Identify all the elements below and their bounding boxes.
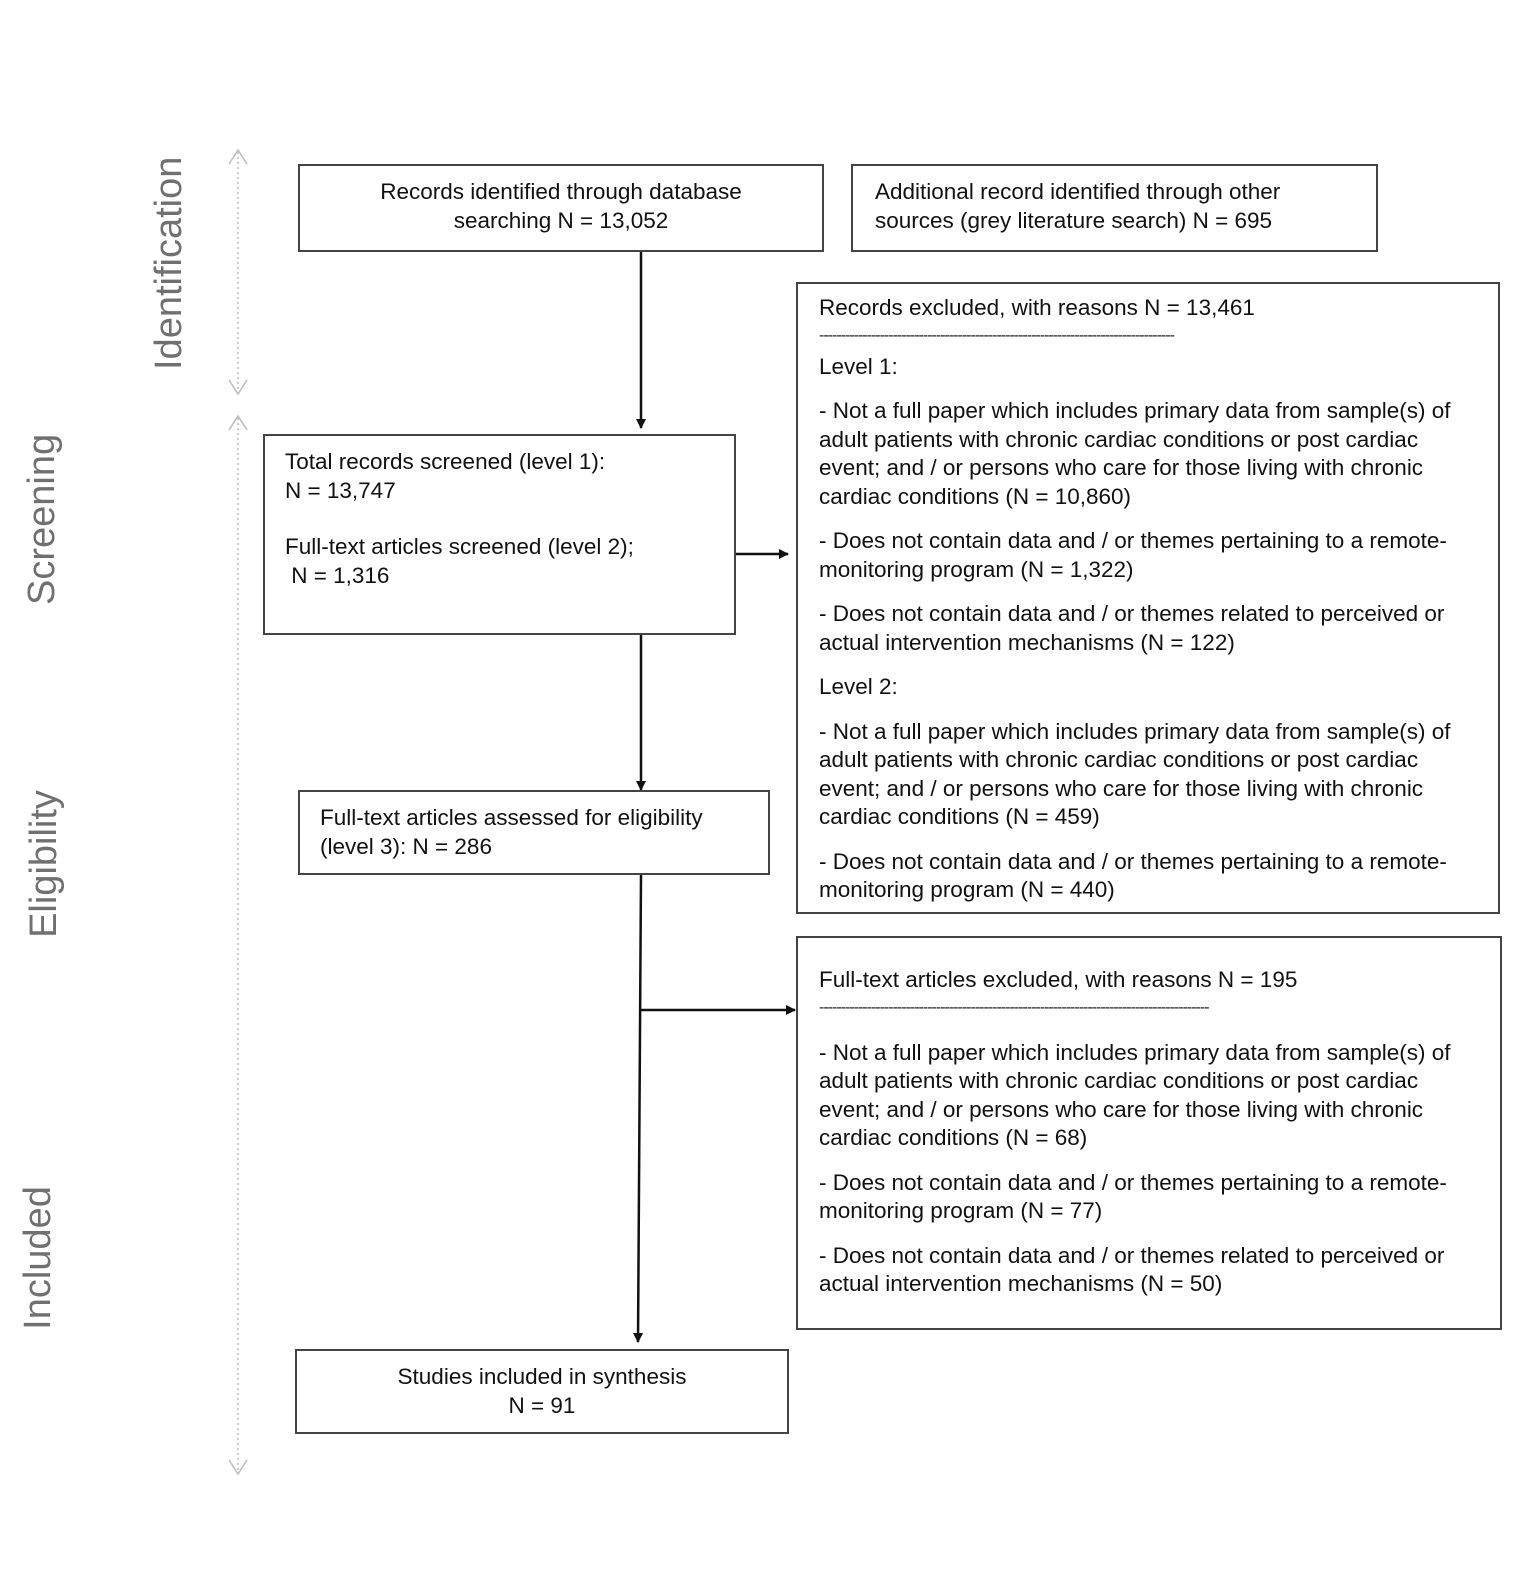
records-excluded-level2-heading: Level 2: bbox=[819, 674, 898, 699]
box-database-search: Records identified through database sear… bbox=[298, 164, 824, 252]
box-records-screened: Total records screened (level 1): N = 13… bbox=[263, 434, 736, 635]
fulltext-excluded-title: Full-text articles excluded, with reason… bbox=[819, 967, 1298, 992]
box-assessed-eligibility: Full-text articles assessed for eligibil… bbox=[298, 790, 770, 875]
stage-guide-rest bbox=[228, 414, 248, 1476]
records-excluded-level2-item: - Not a full paper which includes primar… bbox=[819, 718, 1451, 830]
assessed-line2: (level 3): N = 286 bbox=[320, 833, 492, 859]
records-excluded-level1-item: - Does not contain data and / or themes … bbox=[819, 601, 1445, 655]
included-line1: Studies included in synthesis bbox=[397, 1364, 687, 1389]
other-sources-line1: Additional record identified through oth… bbox=[875, 179, 1281, 204]
fulltext-excluded-item: - Does not contain data and / or themes … bbox=[819, 1242, 1445, 1297]
records-excluded-level1-item: - Not a full paper which includes primar… bbox=[819, 398, 1451, 509]
included-line2: N = 91 bbox=[508, 1392, 576, 1418]
screened-level2-line1: Full-text articles screened (level 2); bbox=[285, 534, 634, 559]
fulltext-excluded-item: - Not a full paper which includes primar… bbox=[819, 1039, 1451, 1151]
stage-label-eligibility: Eligibility bbox=[23, 790, 65, 938]
records-excluded-level1-item: - Does not contain data and / or themes … bbox=[819, 528, 1447, 582]
screened-level1-line2: N = 13,747 bbox=[285, 477, 396, 503]
stage-label-included: Included bbox=[17, 1186, 59, 1330]
screened-level2-line2: N = 1,316 bbox=[285, 562, 390, 588]
stage-guide-identification bbox=[228, 148, 248, 396]
box-records-excluded: Records excluded, with reasons N = 13,46… bbox=[796, 282, 1500, 914]
records-excluded-level1-heading: Level 1: bbox=[819, 353, 898, 379]
database-search-line1: Records identified through database bbox=[380, 179, 742, 204]
line-assessed-down bbox=[633, 874, 644, 1343]
box-other-sources: Additional record identified through oth… bbox=[851, 164, 1378, 252]
other-sources-line2: sources (grey literature search) N = 695 bbox=[875, 207, 1273, 233]
box-fulltext-excluded: Full-text articles excluded, with reason… bbox=[796, 936, 1502, 1330]
stage-label-identification: Identification bbox=[148, 156, 190, 370]
records-excluded-title: Records excluded, with reasons N = 13,46… bbox=[819, 295, 1255, 320]
records-excluded-level2-item: - Does not contain data and / or themes … bbox=[819, 848, 1447, 903]
screened-level1-line1: Total records screened (level 1): bbox=[285, 449, 606, 474]
fulltext-excluded-divider: ----------------------------------------… bbox=[819, 998, 1210, 1016]
box-studies-included: Studies included in synthesis N = 91 bbox=[295, 1349, 789, 1434]
records-excluded-divider: ----------------------------------------… bbox=[819, 326, 1175, 344]
assessed-line1: Full-text articles assessed for eligibil… bbox=[320, 805, 703, 830]
database-search-line2: searching N = 13,052 bbox=[453, 207, 669, 233]
fulltext-excluded-item: - Does not contain data and / or themes … bbox=[819, 1169, 1447, 1224]
stage-label-screening: Screening bbox=[21, 433, 63, 605]
